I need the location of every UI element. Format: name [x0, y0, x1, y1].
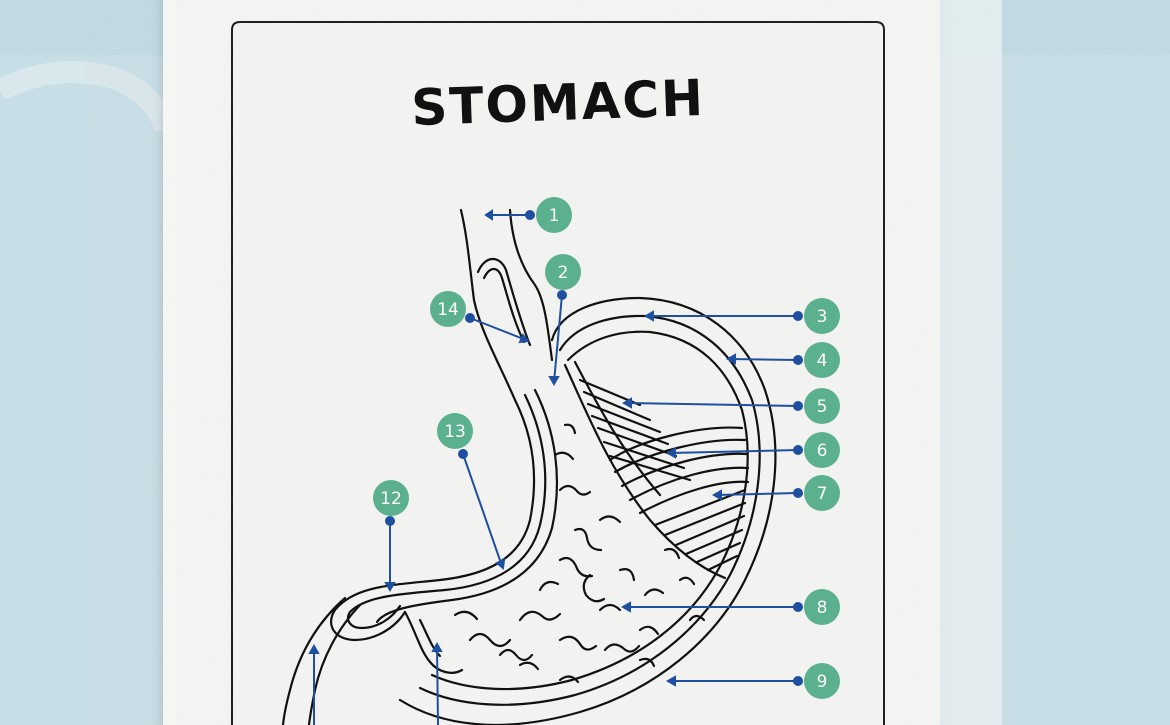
svg-text:9: 9: [817, 672, 828, 692]
svg-text:2: 2: [558, 263, 569, 283]
svg-text:7: 7: [817, 484, 828, 504]
label-badge-13: 13: [437, 413, 473, 449]
label-badge-8: 8: [804, 589, 840, 625]
label-badge-12: 12: [373, 480, 409, 516]
esophagus-left-wall: [459, 208, 517, 402]
svg-text:8: 8: [817, 598, 828, 618]
svg-text:1: 1: [549, 206, 560, 226]
stomach-outer-wall: [398, 296, 777, 725]
label-badges: 1 2 3 4 5 6 7 8: [373, 197, 840, 699]
stomach-illustration: [281, 208, 777, 725]
svg-text:14: 14: [437, 300, 459, 320]
label-badge-7: 7: [804, 475, 840, 511]
svg-text:3: 3: [817, 307, 828, 327]
label-badge-14: 14: [430, 291, 466, 327]
worksheet-title: STOMACH: [410, 69, 705, 137]
svg-text:5: 5: [817, 397, 828, 417]
label-badge-2: 2: [545, 254, 581, 290]
stomach-lesser-curvature: [330, 398, 536, 642]
svg-text:4: 4: [817, 351, 828, 371]
label-badge-9: 9: [804, 663, 840, 699]
worksheet-card: [231, 21, 885, 725]
label-badge-3: 3: [804, 298, 840, 334]
label-badge-5: 5: [804, 388, 840, 424]
label-badge-4: 4: [804, 342, 840, 378]
svg-text:12: 12: [380, 489, 402, 509]
svg-text:6: 6: [817, 441, 828, 461]
label-badge-6: 6: [804, 432, 840, 468]
esophagus-right-wall: [508, 208, 554, 362]
label-badge-1: 1: [536, 197, 572, 233]
svg-text:13: 13: [444, 422, 466, 442]
leader-lines: [308, 209, 803, 725]
